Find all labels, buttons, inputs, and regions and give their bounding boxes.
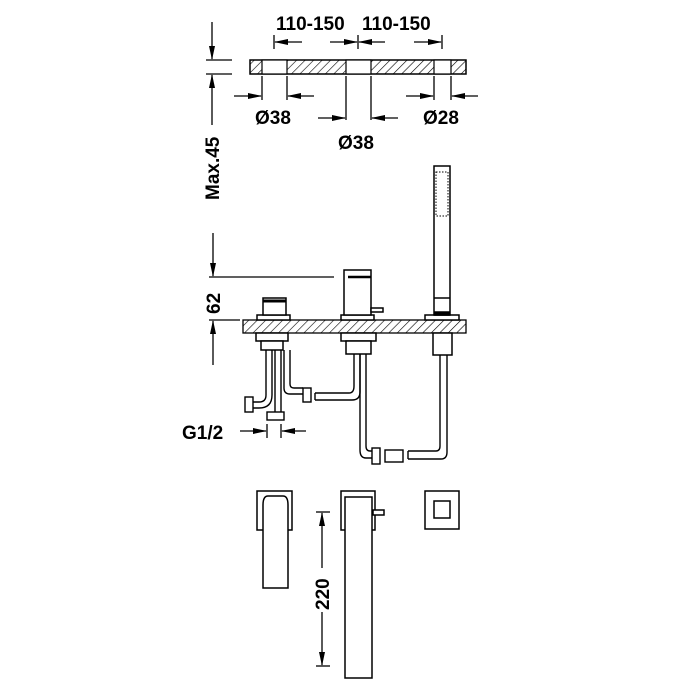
deck-thickness-label: Max.45 [203,136,224,200]
diverter-handle [256,297,291,321]
spacing-left-label: 110-150 [276,14,345,35]
spout-length-label: 220 [313,578,334,610]
hole-center-diameter: Ø38 [338,133,374,154]
inlet-thread-dimension [240,424,306,438]
under-deck-fittings [255,332,453,356]
spout-height-dimension [209,233,334,365]
deck-thickness-dimension [206,22,232,125]
hole-left-diameter: Ø38 [255,108,291,129]
deck-section [242,319,467,334]
hole-center [345,59,372,75]
supply-pipes [244,350,448,465]
hole-right [433,59,452,75]
inlet-thread-label: G1/2 [182,423,223,444]
hole-right-diameter: Ø28 [423,108,459,129]
spout-side-view [340,490,385,679]
hole-dimension-lines [234,76,478,121]
spout-height-label: 62 [204,293,225,314]
diverter-side-view [256,490,293,589]
mixer-body [340,269,384,321]
spacing-right-label: 110-150 [362,14,431,35]
hand-shower [424,165,460,321]
spacing-dimension [273,35,443,49]
escutcheon-top-view [424,490,460,530]
mounting-plate-section [249,59,467,75]
spout-length-dimension [316,511,330,667]
hole-left [261,59,288,75]
